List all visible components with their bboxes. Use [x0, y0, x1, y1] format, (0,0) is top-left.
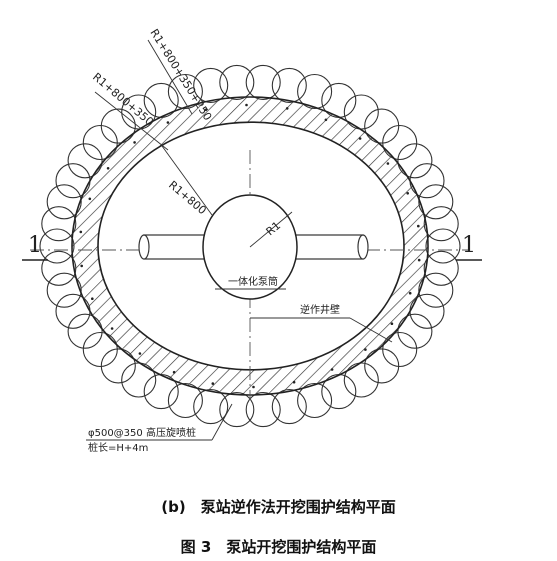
rebar-dot: [364, 348, 367, 351]
jet-grout-pile: [219, 64, 255, 100]
rebar-dot: [211, 382, 215, 385]
jet-grout-pile: [41, 206, 77, 242]
label-pile-spec: φ500@350 高压旋喷桩: [88, 426, 196, 439]
label-pump-barrel: 一体化泵筒: [228, 275, 278, 288]
rebar-dot: [358, 137, 362, 140]
rebar-dot: [106, 167, 110, 170]
jet-grout-pile: [271, 67, 307, 103]
rebar-dot: [245, 103, 248, 107]
well-wall-ring: [71, 96, 429, 396]
pipe-right: [284, 234, 369, 260]
jet-grout-pile: [364, 348, 400, 384]
jet-grout-pile: [423, 206, 459, 242]
jet-grout-pile: [382, 124, 418, 161]
rebar-dot: [80, 264, 83, 268]
rebar-dot: [166, 121, 170, 124]
rebar-dot: [417, 224, 420, 228]
rebar-dot: [172, 370, 176, 374]
rebar-dot: [406, 192, 410, 195]
jet-grout-pile: [382, 331, 418, 368]
rebar-dots: [79, 103, 421, 389]
rebar-dot: [138, 352, 142, 355]
label-pile-length: 桩长=H+4m: [88, 441, 148, 454]
rebar-dot: [204, 108, 208, 112]
jet-grout-pile: [397, 143, 433, 179]
label-well-wall: 逆作井壁: [300, 303, 340, 316]
jet-grout-pile: [423, 250, 459, 286]
jet-grout-pile: [245, 392, 281, 428]
jet-grout-pile: [67, 143, 103, 179]
rebar-dot: [386, 162, 390, 165]
rebar-dot: [91, 297, 94, 301]
section-marker-left: 1: [28, 233, 42, 258]
rebar-dot: [390, 322, 394, 326]
rebar-dot: [133, 141, 136, 144]
rebar-dot: [88, 197, 92, 201]
label-r-wall: R1+800: [166, 178, 209, 217]
jet-grout-pile: [193, 389, 229, 425]
rebar-dot: [285, 107, 289, 110]
rebar-dot: [79, 230, 83, 234]
rebar-dot: [408, 291, 412, 295]
rebar-dot: [110, 327, 114, 330]
rebar-dot: [417, 258, 421, 262]
jet-grout-pile: [67, 313, 103, 349]
figure-caption: 图 3 泵站开挖围护结构平面: [180, 538, 377, 556]
jet-grout-pile: [397, 313, 433, 349]
jet-grout-pile: [82, 124, 118, 161]
section-marker-right: 1: [462, 233, 476, 258]
rebar-dot: [324, 118, 328, 122]
rebar-dot: [330, 368, 334, 371]
rebar-dot: [292, 380, 296, 384]
jet-grout-pile: [100, 348, 136, 384]
jet-grout-pile: [82, 331, 118, 368]
jet-grout-pile: [100, 108, 136, 144]
jet-grout-pile: [364, 108, 400, 144]
radius-leaders: [94, 39, 293, 248]
rebar-dot: [252, 385, 255, 389]
figure-subcaption: (b) 泵站逆作法开挖围护结构平面: [161, 498, 396, 516]
